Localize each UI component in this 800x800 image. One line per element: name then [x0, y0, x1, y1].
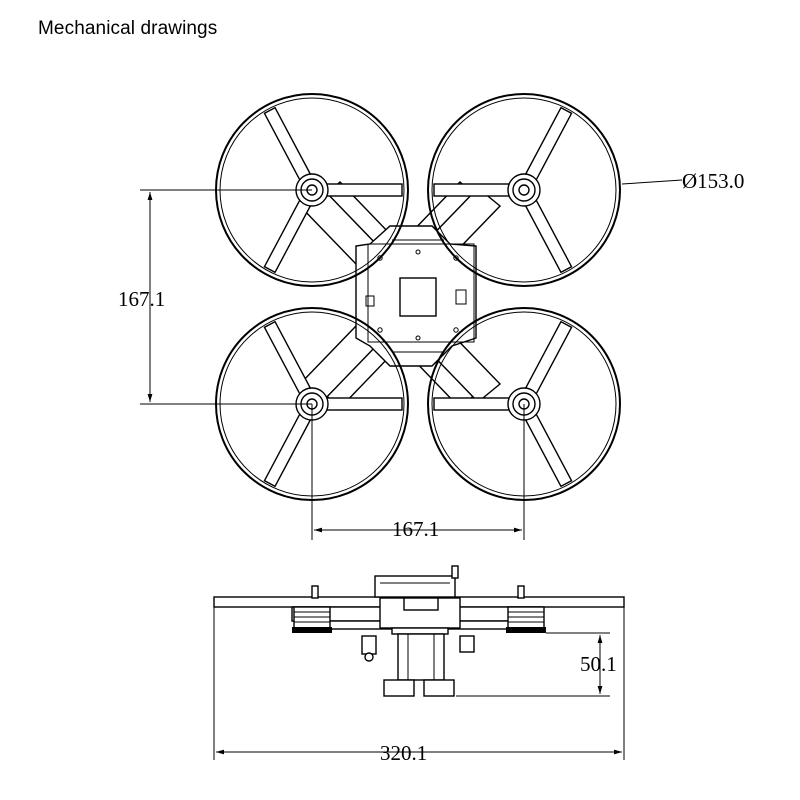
battery	[397, 633, 445, 681]
motor-right	[506, 606, 546, 633]
height-label: 50.1	[580, 652, 617, 676]
dimension-height: 50.1	[456, 632, 617, 697]
dimension-total-width: 320.1	[213, 607, 625, 765]
dimension-vertical: 167.1	[118, 189, 312, 405]
landing-foot-right	[423, 679, 455, 697]
dimension-horizontal: 167.1	[311, 404, 525, 541]
center-body	[355, 225, 477, 367]
landing-foot-left	[383, 679, 415, 697]
dimension-diameter: Ø153.0	[621, 169, 744, 193]
flight-controller	[399, 277, 437, 317]
side-view: 50.1 320.1	[213, 565, 625, 765]
page-title: Mechanical drawings	[38, 18, 218, 39]
motor-left	[292, 606, 332, 633]
top-view: 167.1 167.1 Ø153.0	[118, 93, 744, 541]
horizontal-spacing-label: 167.1	[392, 517, 439, 541]
prop-guard-diameter-label: Ø153.0	[682, 169, 744, 193]
total-width-label: 320.1	[380, 741, 427, 765]
vertical-spacing-label: 167.1	[118, 287, 165, 311]
